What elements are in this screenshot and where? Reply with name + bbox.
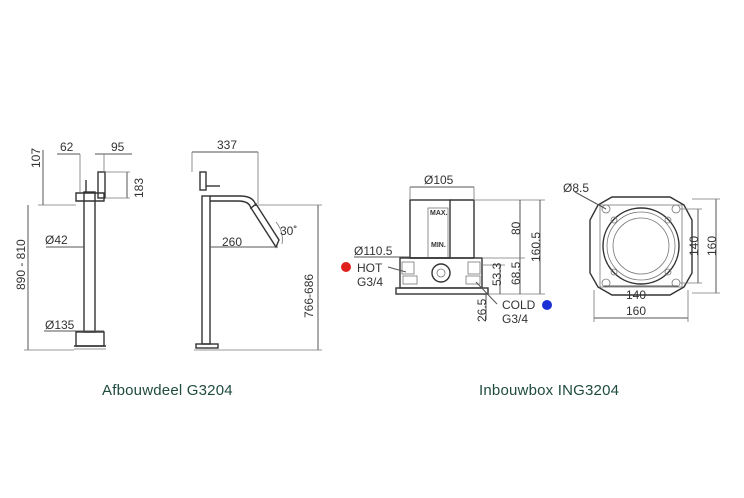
box-lower-body — [399, 257, 483, 289]
hot-indicator-dot — [341, 262, 351, 272]
dim-260: 260 — [222, 235, 242, 249]
dim-183: 183 — [132, 178, 146, 198]
box-mounting-plate — [395, 287, 489, 295]
cold-thread: G3/4 — [502, 312, 528, 326]
afbouwdeel-side-view: 337 260 30˚ 766-686 — [191, 138, 322, 351]
dim-26-5: 26.5 — [475, 298, 489, 322]
dim-d135: Ø135 — [45, 318, 75, 332]
dim-angle-30: 30˚ — [280, 224, 297, 238]
dim-d8-5: Ø8.5 — [563, 181, 589, 195]
afbouwdeel-front-view: 62 95 107 183 890 - 810 Ø42 Ø135 — [14, 140, 146, 351]
inbouwbox-top-view: Ø8.5 140 160 140 160 — [563, 181, 720, 322]
mount-hole-tl — [601, 204, 611, 214]
caption-inbouwbox: Inbouwbox ING3204 — [479, 382, 619, 399]
label-min: MIN. — [431, 242, 446, 249]
dim-53-3: 53.3 — [490, 262, 504, 286]
side-base — [195, 343, 219, 349]
hot-label: HOT — [357, 261, 383, 275]
caption-afbouwdeel: Afbouwdeel G3204 — [102, 382, 233, 399]
dim-160-5: 160.5 — [529, 232, 543, 262]
dim-d42: Ø42 — [45, 233, 68, 247]
dim-80: 80 — [509, 221, 523, 235]
dim-62: 62 — [60, 140, 74, 154]
dim-h140: 140 — [687, 236, 701, 256]
box-housing — [409, 199, 451, 259]
hot-thread: G3/4 — [357, 275, 383, 289]
dim-337: 337 — [217, 138, 237, 152]
column-base — [75, 331, 105, 347]
dim-d105: Ø105 — [424, 173, 454, 187]
top-center-opening — [602, 207, 680, 285]
waterfall-blade — [250, 202, 280, 249]
dim-h160: 160 — [705, 236, 719, 256]
cold-label: COLD — [502, 298, 536, 312]
top-frame-outline — [589, 196, 693, 296]
mixer-head — [75, 192, 105, 202]
dim-95: 95 — [111, 140, 125, 154]
hand-shower-holder — [97, 171, 106, 199]
dim-68-5: 68.5 — [509, 261, 523, 285]
label-max: MAX. — [430, 210, 448, 217]
cold-indicator-dot — [542, 300, 552, 310]
side-column — [201, 195, 211, 345]
dim-766-686: 766-686 — [302, 274, 316, 318]
dim-w160: 160 — [626, 304, 646, 318]
inbouwbox-side-view: MAX. MIN. Ø105 Ø110.5 80 160.5 68.5 — [341, 173, 552, 326]
dim-107: 107 — [29, 148, 43, 168]
column-body — [83, 191, 96, 333]
dim-d110-5: Ø110.5 — [354, 244, 393, 258]
mount-hole-bl — [601, 278, 611, 288]
dim-w140: 140 — [626, 288, 646, 302]
box-valve-port — [431, 263, 451, 283]
dim-890-810: 890 - 810 — [14, 239, 28, 290]
mount-hole-tr — [671, 204, 681, 214]
